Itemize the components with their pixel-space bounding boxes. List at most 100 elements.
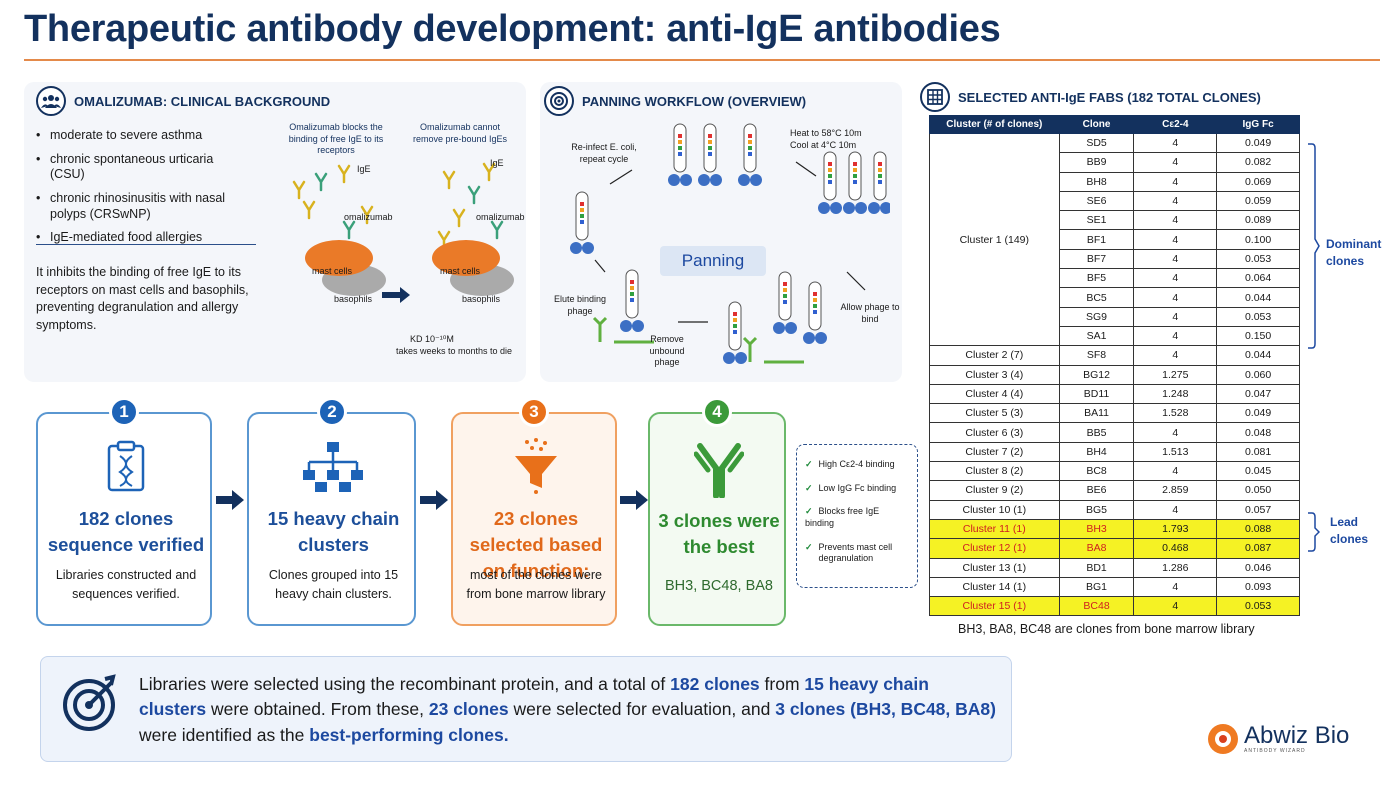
list-item: chronic rhinosinusitis with nasal polyps…	[36, 191, 251, 222]
column-header: Cε2-4	[1133, 115, 1218, 134]
title-divider	[24, 59, 1380, 61]
ce-cell: 1.793	[1133, 518, 1218, 540]
ce-cell: 4	[1133, 422, 1218, 443]
ce-cell: 4	[1133, 152, 1218, 173]
panning-workflow-panel: PANNING WORKFLOW (OVERVIEW) Panning Re-i…	[540, 82, 902, 382]
mechanism-description: It inhibits the binding of free IgE to i…	[36, 265, 249, 332]
criterion-item: ✓Blocks free IgE binding	[805, 506, 880, 529]
elute-label: Elute binding phage	[553, 294, 607, 316]
divider	[36, 244, 256, 245]
brand-logo: Abwiz Bio ANTIBODY WIZARD	[1206, 722, 1349, 756]
panning-center-label: Panning	[660, 246, 766, 276]
clone-cell: BD1	[1058, 557, 1135, 578]
step-4-box: 4 3 clones were the best BH3, BC48, BA8	[648, 397, 786, 626]
ce-cell: 4	[1133, 229, 1218, 250]
igg-cell: 0.048	[1216, 422, 1300, 443]
igg-cell: 0.046	[1216, 557, 1300, 578]
ce-cell: 4	[1133, 190, 1218, 212]
igg-cell: 0.082	[1216, 152, 1300, 173]
cluster-cell: Cluster 10 (1)	[929, 499, 1060, 520]
step-2-description: Clones grouped into 15 heavy chain clust…	[268, 568, 399, 602]
clone-cell: BF5	[1058, 268, 1135, 289]
clone-cell: BA11	[1058, 403, 1135, 424]
clinical-heading-text: OMALIZUMAB: CLINICAL BACKGROUND	[74, 93, 331, 109]
arrow-right-icon	[620, 490, 648, 510]
basophils-label: basophils	[334, 294, 373, 304]
basophils-label-right: basophils	[462, 294, 501, 304]
clone-cell: BE6	[1058, 480, 1135, 501]
list-item: chronic spontaneous urticaria (CSU)	[36, 152, 251, 183]
ce-cell: 4	[1133, 576, 1218, 598]
cluster-cell: Cluster 2 (7)	[929, 345, 1060, 366]
igg-cell: 0.093	[1216, 576, 1300, 598]
brand-name: Abwiz Bio	[1244, 722, 1350, 749]
remove-label: Remove unbound phage	[649, 334, 685, 368]
clone-cell: SA1	[1058, 325, 1135, 347]
igg-cell: 0.069	[1216, 171, 1300, 192]
igg-cell: 0.064	[1216, 268, 1300, 289]
allow-label: Allow phage to bind	[840, 302, 900, 324]
cluster-cell: Cluster 3 (4)	[929, 364, 1060, 385]
list-item: moderate to severe asthma	[36, 128, 251, 144]
table-header-row: Cluster (# of clones) Clone Cε2-4 IgG Fc	[929, 115, 1300, 134]
clone-cell: BA8	[1058, 538, 1135, 559]
lead-clones-label: Lead clones	[1330, 515, 1369, 547]
clone-cell: BG5	[1058, 499, 1135, 520]
cluster-cell: Cluster 7 (2)	[929, 441, 1060, 463]
column-header: IgG Fc	[1216, 115, 1300, 134]
clone-cell: BF7	[1058, 248, 1135, 270]
cluster-cell: Cluster 11 (1)	[929, 518, 1060, 540]
ce-cell: 2.859	[1133, 480, 1218, 501]
ce-cell: 4	[1133, 461, 1218, 482]
igg-cell: 0.057	[1216, 499, 1300, 520]
clones-table: Cluster (# of clones) Clone Cε2-4 IgG Fc…	[929, 115, 1300, 617]
ce-cell: 4	[1133, 210, 1218, 231]
clone-cell: SE6	[1058, 190, 1135, 212]
ce-cell: 4	[1133, 499, 1218, 520]
ce-cell: 1.513	[1133, 441, 1218, 463]
arrow-right-icon	[216, 490, 244, 510]
igg-cell: 0.050	[1216, 480, 1300, 501]
cluster-cell: Cluster 14 (1)	[929, 576, 1060, 598]
check-icon: ✓	[805, 506, 813, 517]
panning-heading-text: PANNING WORKFLOW (OVERVIEW)	[582, 93, 807, 109]
ce-cell: 4	[1133, 325, 1218, 347]
column-header: Cluster (# of clones)	[929, 115, 1060, 134]
step-2-box: 2 15 heavy chain clusters Clones grouped…	[247, 397, 416, 626]
reinfect-label: Re-infect E. coli, repeat cycle	[571, 142, 637, 164]
clone-cell: SG9	[1058, 306, 1135, 327]
cluster-cell: Cluster 12 (1)	[929, 538, 1060, 559]
selection-criteria-box: ✓High Cε2-4 binding ✓Low IgG Fc binding …	[796, 444, 918, 588]
funnel-icon	[515, 438, 557, 494]
step-1-number: 1	[109, 397, 139, 427]
ce-cell: 4	[1133, 268, 1218, 289]
ce-cell: 4	[1133, 287, 1218, 308]
step-4-title: 3 clones were the best	[658, 510, 780, 557]
step-1-description: Libraries constructed and sequences veri…	[55, 568, 197, 602]
step-3-description: most of the clones were from bone marrow…	[466, 568, 606, 602]
clone-cell: BG12	[1058, 364, 1135, 385]
igg-cell: 0.053	[1216, 596, 1300, 617]
antibody-icon	[694, 443, 744, 498]
brand-tagline: ANTIBODY WIZARD	[1244, 748, 1306, 754]
step-3-box: 3 23 clones selected based on function: …	[451, 397, 617, 626]
summary-text: Libraries were selected using the recomb…	[139, 674, 996, 745]
mast-cells-label: mast cells	[312, 266, 353, 276]
cluster-cell: Cluster 1 (149)	[929, 132, 1060, 347]
mast-cells-label-right: mast cells	[440, 266, 481, 276]
panning-illustration	[569, 123, 890, 365]
arrow-right-icon	[420, 490, 448, 510]
